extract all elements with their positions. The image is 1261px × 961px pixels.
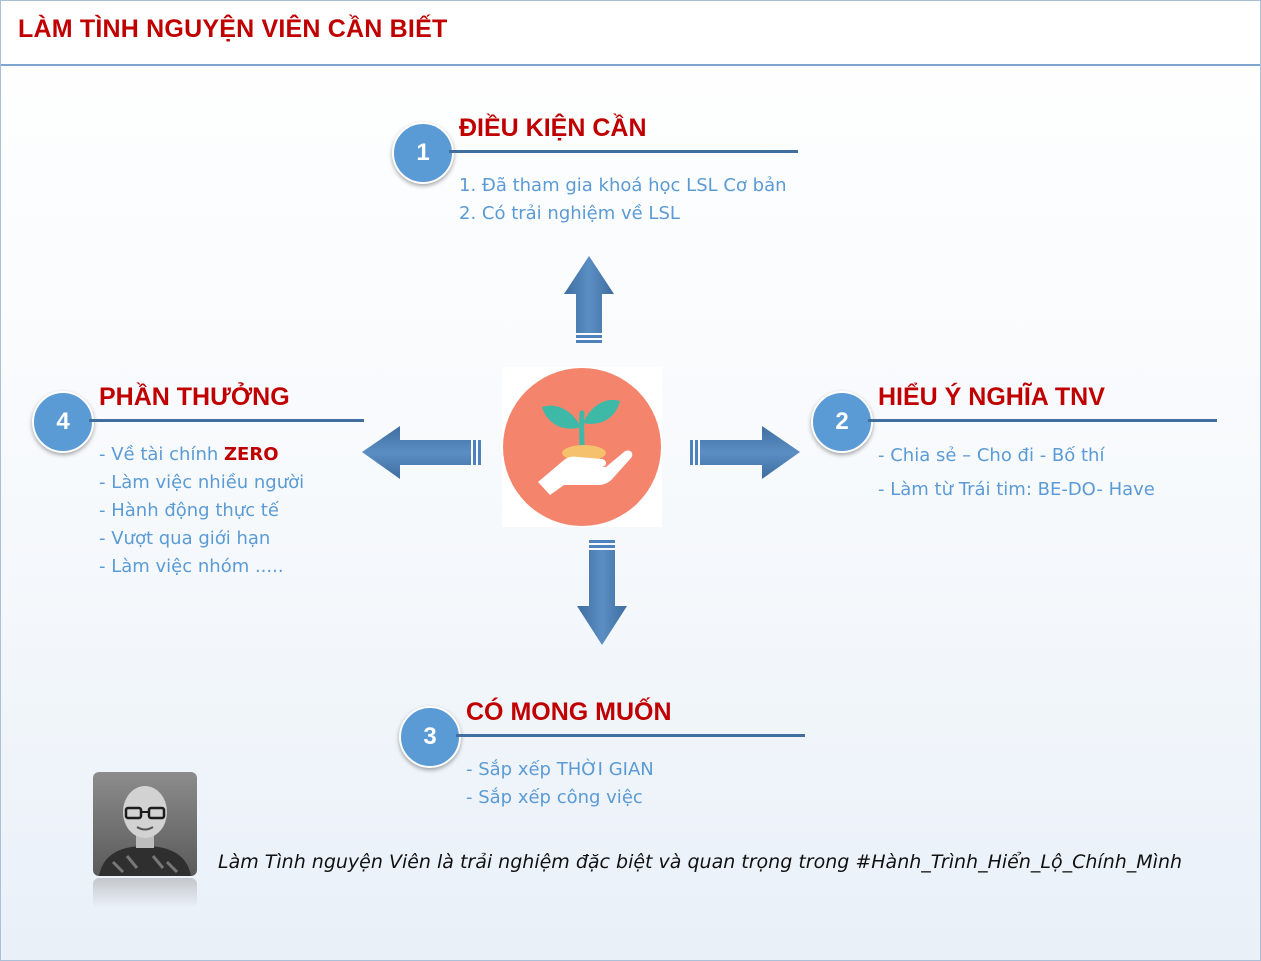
section-underline (89, 419, 364, 422)
step-number-3: 3 (399, 706, 461, 768)
list-item: - Làm từ Trái tim: BE-DO- Have (878, 479, 1155, 500)
section-underline (449, 150, 798, 153)
list-item: - Sắp xếp THỜI GIAN (466, 759, 654, 780)
arrow-down-icon (577, 540, 627, 645)
list-item: 1. Đã tham gia khoá học LSL Cơ bản (459, 175, 787, 196)
header-bar: LÀM TÌNH NGUYỆN VIÊN CẦN BIẾT (1, 1, 1260, 66)
arrow-left-icon (362, 426, 481, 479)
arrow-up-icon (564, 256, 614, 343)
list-item: - Sắp xếp công việc (466, 787, 643, 808)
list-item: - Vượt qua giới hạn (99, 528, 271, 549)
section-title-reward: PHẦN THƯỞNG (99, 383, 290, 411)
section-title-desire: CÓ MONG MUỐN (466, 698, 672, 726)
section-underline (456, 734, 805, 737)
section-title-meaning: HIỂU Ý NGHĨA TNV (878, 383, 1105, 411)
zero-highlight: ZERO (223, 444, 279, 465)
quote-text: Làm Tình nguyện Viên là trải nghiệm đặc … (218, 851, 1183, 873)
list-item: - Hành động thực tế (99, 500, 279, 521)
section-title-requirements: ĐIỀU KIỆN CẦN (459, 114, 647, 142)
page-title: LÀM TÌNH NGUYỆN VIÊN CẦN BIẾT (18, 15, 448, 43)
step-number-1: 1 (392, 122, 454, 184)
list-item: - Về tài chính ZERO (99, 444, 279, 465)
step-number-4: 4 (32, 391, 94, 453)
arrow-right-icon (690, 426, 800, 479)
step-number-2: 2 (811, 391, 873, 453)
list-item: - Chia sẻ – Cho đi - Bố thí (878, 445, 1105, 466)
author-photo (93, 772, 197, 876)
photo-reflection (93, 878, 197, 908)
list-item: - Làm việc nhóm ..... (99, 556, 284, 577)
list-item: - Làm việc nhiều người (99, 472, 305, 493)
section-underline (868, 419, 1217, 422)
list-item-prefix: - Về tài chính (99, 444, 224, 465)
person-photo-icon (93, 772, 197, 876)
plant-in-hand-icon (502, 367, 662, 527)
list-item: 2. Có trải nghiệm về LSL (459, 203, 680, 224)
